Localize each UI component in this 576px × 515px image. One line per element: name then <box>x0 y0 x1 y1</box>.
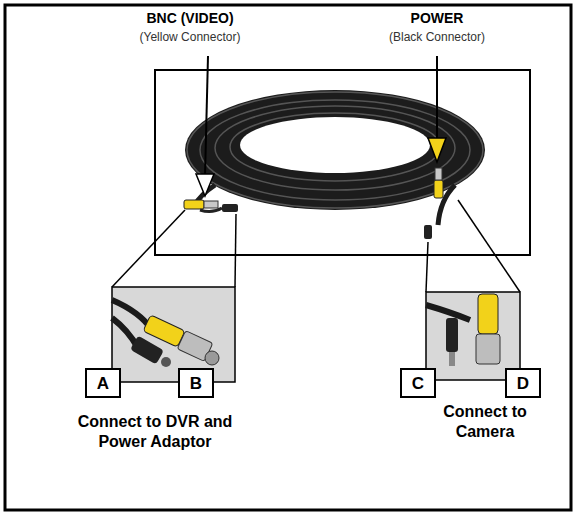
cable <box>426 305 470 320</box>
coil-loop <box>215 106 455 190</box>
text-label: Connect to DVR and Power Adaptor <box>60 412 250 452</box>
power-plug <box>446 318 458 352</box>
camera-inset <box>426 292 520 380</box>
dvr-connectors <box>184 200 238 212</box>
text-label: (Black Connector) <box>362 30 512 45</box>
text-label: BNC (VIDEO) <box>115 10 265 28</box>
photo-frame <box>155 70 530 255</box>
callout-letter: D <box>517 375 529 392</box>
callout-letter: B <box>190 375 202 392</box>
zoom-line <box>235 214 236 287</box>
bnc-plug <box>204 201 218 208</box>
bnc-plug <box>476 334 500 364</box>
arrow-head <box>196 174 214 196</box>
letter-box: C <box>400 368 436 398</box>
power-pin <box>449 352 455 366</box>
yellow-boot <box>478 294 498 334</box>
arrow-shaft <box>436 56 438 140</box>
zoom-line <box>112 210 185 287</box>
inset-frame <box>112 287 235 382</box>
coil-loop <box>187 92 483 208</box>
bnc-tip <box>205 351 219 365</box>
zoom-lines <box>112 200 520 292</box>
socket-hole <box>161 357 171 367</box>
arrow-shaft <box>205 56 208 176</box>
cable-split <box>200 208 222 212</box>
callout-letter: C <box>412 375 424 392</box>
power-socket <box>130 336 164 365</box>
bnc-plug <box>435 168 442 180</box>
letter-box: A <box>85 368 121 398</box>
coil-loop <box>230 113 440 181</box>
callout-letter: A <box>97 375 109 392</box>
label-arrows <box>196 56 446 196</box>
outer-frame <box>5 5 571 510</box>
text-label: POWER <box>362 10 512 28</box>
dvr-inset <box>112 287 235 382</box>
zoom-line <box>458 200 520 292</box>
inset-frame <box>426 292 520 380</box>
cable-coil <box>185 90 485 225</box>
power-plug <box>424 225 432 239</box>
camera-connectors <box>424 168 443 239</box>
yellow-boot <box>434 180 443 198</box>
zoom-line <box>426 242 428 292</box>
coil-mass <box>185 90 485 210</box>
letter-box: D <box>505 368 541 398</box>
yellow-boot <box>184 200 204 209</box>
arrow-head <box>428 138 446 162</box>
text-label: (Yellow Connector) <box>115 30 265 45</box>
coil-loop <box>200 100 470 200</box>
coil-hole <box>240 117 430 173</box>
power-plug <box>222 204 238 212</box>
text-label: Connect to Camera <box>429 402 541 442</box>
letter-box: B <box>178 368 214 398</box>
